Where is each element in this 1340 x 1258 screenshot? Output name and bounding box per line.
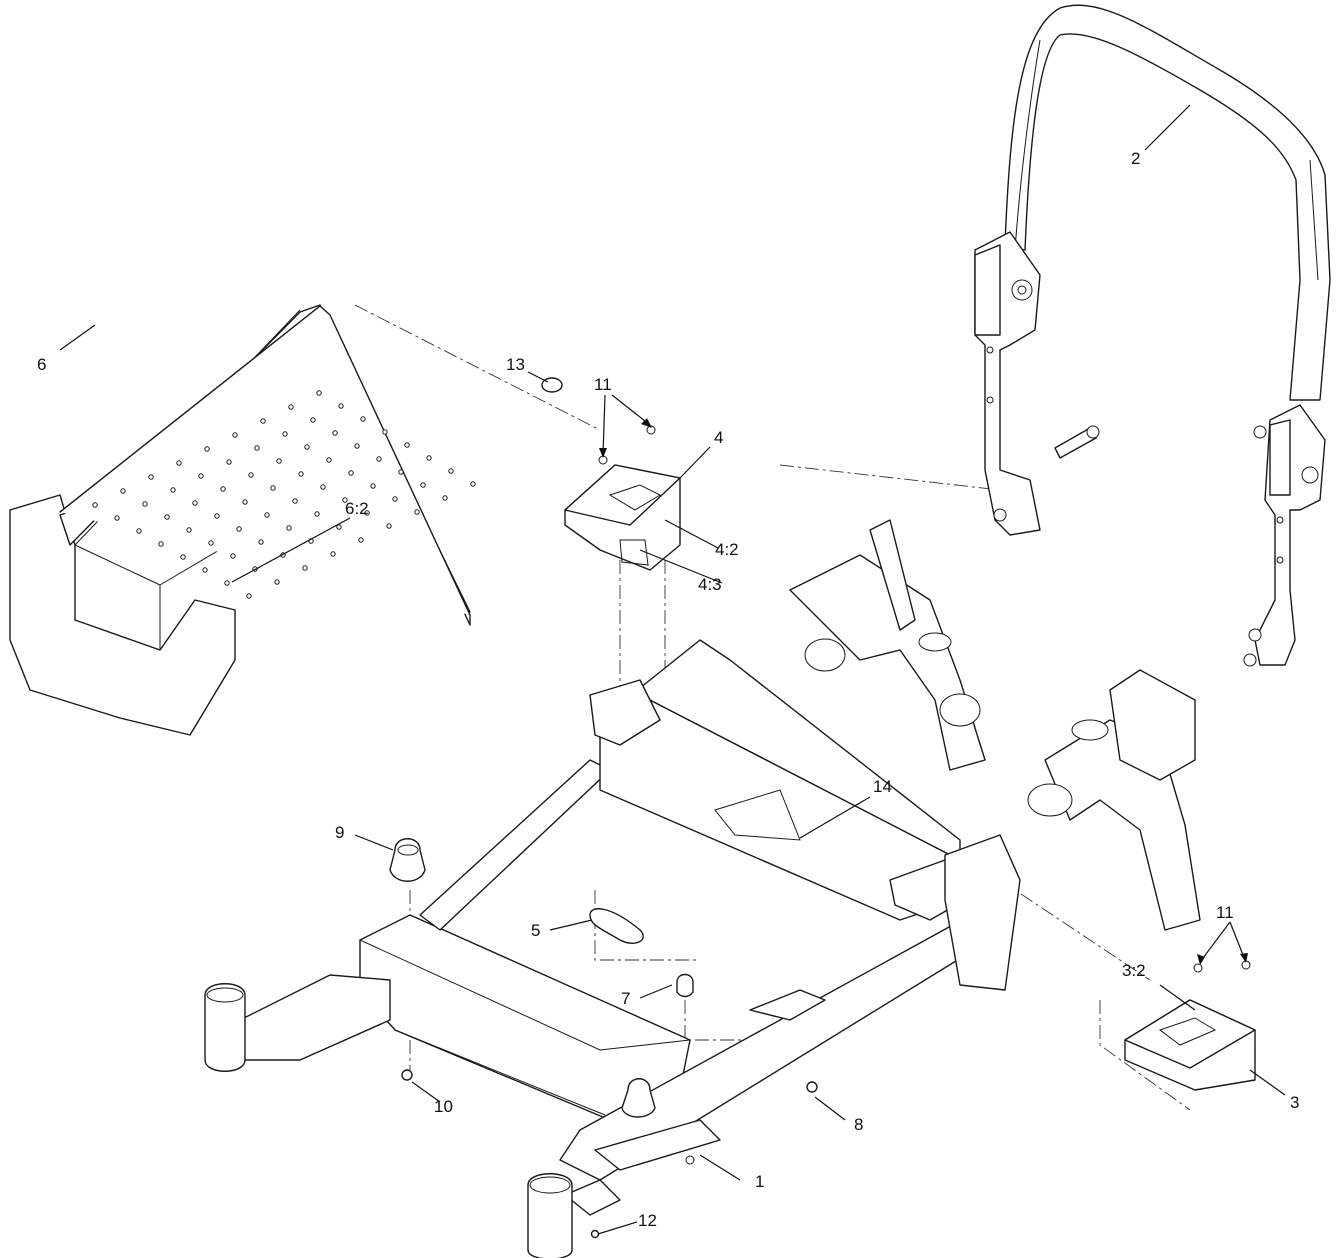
platform-hole xyxy=(176,460,182,466)
platform-hole xyxy=(198,473,204,479)
platform-hole xyxy=(426,455,432,461)
platform-hole xyxy=(270,485,276,491)
platform-hole xyxy=(158,541,164,547)
platform-hole xyxy=(142,501,148,507)
platform-hole xyxy=(232,432,238,438)
platform-hole xyxy=(220,486,226,492)
platform-hole xyxy=(202,567,208,573)
callout-4-2: 4:2 xyxy=(715,540,739,559)
platform-hole xyxy=(404,442,410,448)
shroud-top xyxy=(564,425,681,571)
platform-hole xyxy=(288,404,294,410)
platform-hole xyxy=(148,474,154,480)
roll-bar xyxy=(974,4,1331,667)
callout-labels: 1 2 3 3:2 4 4:2 4:3 5 6 6:2 7 8 9 10 11 … xyxy=(37,149,1299,1230)
callout-14: 14 xyxy=(873,777,892,796)
main-frame xyxy=(204,519,1201,1258)
platform-hole xyxy=(348,470,354,476)
platform-hole xyxy=(330,551,336,557)
callout-3-2: 3:2 xyxy=(1122,961,1146,980)
callout-4-3: 4:3 xyxy=(698,575,722,594)
platform-hole xyxy=(314,511,320,517)
platform-hole xyxy=(230,553,236,559)
callout-3: 3 xyxy=(1290,1093,1299,1112)
platform-hole xyxy=(242,499,248,505)
platform-hole xyxy=(320,484,326,490)
platform-hole xyxy=(336,524,342,530)
platform-hole xyxy=(114,515,120,521)
platform-hole xyxy=(386,523,392,529)
platform-hole xyxy=(342,497,348,503)
platform-hole xyxy=(120,488,126,494)
platform-hole xyxy=(274,579,280,585)
platform-hole xyxy=(360,416,366,422)
callout-11-right: 11 xyxy=(1216,903,1234,922)
platform-hole xyxy=(398,469,404,475)
platform-hole xyxy=(248,472,254,478)
platform-hole xyxy=(286,525,292,531)
foot-platform xyxy=(9,304,471,736)
callout-5: 5 xyxy=(531,921,540,940)
callout-13: 13 xyxy=(506,355,525,374)
platform-hole xyxy=(364,510,370,516)
platform-hole xyxy=(170,487,176,493)
platform-hole xyxy=(370,483,376,489)
callout-10: 10 xyxy=(434,1097,453,1116)
platform-hole xyxy=(420,482,426,488)
platform-hole xyxy=(310,417,316,423)
platform-hole xyxy=(258,539,264,545)
callout-7: 7 xyxy=(621,989,630,1008)
leader-lines xyxy=(59,104,1286,1235)
platform-hole xyxy=(236,526,242,532)
platform-hole xyxy=(470,481,476,487)
platform-hole xyxy=(376,456,382,462)
platform-hole xyxy=(282,431,288,437)
platform-hole xyxy=(164,514,170,520)
platform-hole xyxy=(292,498,298,504)
platform-hole xyxy=(186,527,192,533)
platform-hole xyxy=(246,593,252,599)
callout-1: 1 xyxy=(755,1172,764,1191)
callout-12: 12 xyxy=(638,1211,657,1230)
platform-hole xyxy=(382,429,388,435)
platform-hole xyxy=(442,495,448,501)
platform-hole xyxy=(214,513,220,519)
platform-hole xyxy=(276,458,282,464)
platform-hole xyxy=(304,444,310,450)
platform-hole xyxy=(136,528,142,534)
platform-hole xyxy=(226,459,232,465)
callout-8: 8 xyxy=(854,1115,863,1134)
platform-hole xyxy=(354,443,360,449)
platform-hole xyxy=(192,500,198,506)
assembly-lines xyxy=(354,304,1191,1111)
shroud-bottom xyxy=(1124,960,1256,1091)
platform-hole xyxy=(392,496,398,502)
platform-hole xyxy=(298,471,304,477)
platform-hole xyxy=(326,457,332,463)
callout-9: 9 xyxy=(335,823,344,842)
platform-hole xyxy=(302,565,308,571)
callout-11-top: 11 xyxy=(594,375,612,394)
callout-2: 2 xyxy=(1131,149,1140,168)
platform-hole xyxy=(414,509,420,515)
platform-hole xyxy=(260,418,266,424)
platform-hole xyxy=(316,390,322,396)
platform-hole xyxy=(332,430,338,436)
platform-hole xyxy=(224,580,230,586)
platform-hole xyxy=(208,540,214,546)
callout-4: 4 xyxy=(714,428,723,447)
platform-hole xyxy=(180,554,186,560)
platform-hole xyxy=(358,537,364,543)
platform-hole xyxy=(92,502,98,508)
platform-hole xyxy=(204,446,210,452)
platform-hole xyxy=(338,403,344,409)
platform-hole xyxy=(448,468,454,474)
callout-6-2: 6:2 xyxy=(345,499,369,518)
platform-hole xyxy=(264,512,270,518)
platform-holes xyxy=(92,390,476,599)
callout-6: 6 xyxy=(37,355,46,374)
platform-hole xyxy=(254,445,260,451)
